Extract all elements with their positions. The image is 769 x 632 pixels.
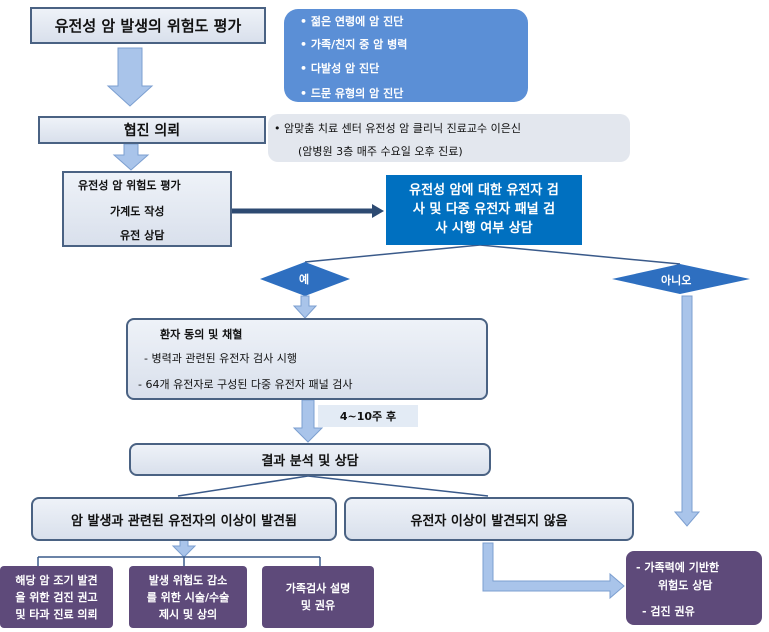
- no-diamond: [612, 264, 750, 294]
- genetic-test-consult-box: 유전성 암에 대한 유전자 검 사 및 다중 유전자 패널 검 사 시행 여부 …: [386, 175, 582, 245]
- consult-line1: 유전성 암에 대한 유전자 검: [409, 183, 559, 198]
- action-family-line1: 가족검사 설명: [285, 582, 351, 595]
- action-screening-box: 해당 암 조기 발견 을 위한 검진 권고 및 타과 진료 의뢰: [0, 566, 113, 628]
- action-screening-line3: 및 타과 진료 의뢰: [15, 607, 98, 621]
- referral-title: 협진 의뢰: [123, 123, 181, 139]
- risk-assessment-title: 유전성 암 발생의 위험도 평가: [54, 17, 242, 35]
- referral-info-line1: • 암맞춤 치료 센터 유전성 암 클리닉 진료교수 이은신: [274, 122, 521, 135]
- family-line2: 위험도 상담: [658, 579, 713, 592]
- result-box: 결과 분석 및 상담: [129, 443, 491, 476]
- referral-box: 협진 의뢰: [38, 116, 266, 144]
- no-down-arrow: [673, 295, 701, 527]
- result-title: 결과 분석 및 상담: [261, 454, 359, 469]
- split-line-left: [304, 244, 481, 263]
- no-abnormality-box: 유전자 이상이 발견되지 않음: [344, 497, 634, 541]
- no-abnormality-title: 유전자 이상이 발견되지 않음: [410, 513, 568, 529]
- wait-label-box: 4~10주 후: [318, 405, 418, 427]
- action-screening-line2: 을 위한 검진 권고: [15, 590, 98, 604]
- consult-line3: 사 시행 여부 상담: [435, 221, 533, 236]
- criteria-item-4: • 드문 유형의 암 진단: [300, 87, 404, 100]
- action-risk-line2: 를 위한 시술/수술: [146, 590, 230, 604]
- action-risk-line1: 발생 위험도 감소: [148, 573, 228, 587]
- result-split-right: [307, 475, 489, 497]
- family-line1: - 가족력에 기반한: [636, 561, 720, 574]
- criteria-item-3: • 다발성 암 진단: [300, 62, 380, 75]
- elbow-arrow: [482, 542, 625, 600]
- consult-line2: 사 및 다중 유전자 패널 검: [412, 202, 556, 217]
- consent-item2: - 64개 유전자로 구성된 다중 유전자 패널 검사: [138, 378, 353, 391]
- action-risk-line3: 제시 및 상의: [158, 607, 218, 621]
- yes-diamond: [260, 262, 350, 296]
- right-arrow-head: [372, 204, 384, 218]
- family-history-box: - 가족력에 기반한 위험도 상담 - 검진 권유: [626, 551, 762, 625]
- down-arrow-2: [112, 143, 150, 171]
- criteria-box: • 젊은 연령에 암 진단 • 가족/친지 중 암 병력 • 다발성 암 진단 …: [284, 9, 528, 102]
- abnormality-found-box: 암 발생과 관련된 유전자의 이상이 발견됨: [31, 497, 337, 541]
- referral-info-box: • 암맞춤 치료 센터 유전성 암 클리닉 진료교수 이은신 (암병원 3층 매…: [268, 114, 630, 162]
- wait-down-arrow: [292, 399, 324, 443]
- split-line-right: [479, 244, 681, 265]
- found-down-arrow: [171, 539, 197, 558]
- risk-assessment-box: 유전성 암 발생의 위험도 평가: [30, 7, 266, 44]
- consent-box: 환자 동의 및 채혈 - 병력과 관련된 유전자 검사 시행 - 64개 유전자…: [126, 318, 488, 400]
- assessment-box: 유전성 암 위험도 평가 가계도 작성 유전 상담: [62, 171, 232, 247]
- assessment-line2: 가계도 작성: [110, 205, 165, 218]
- action-risk-reduction-box: 발생 위험도 감소 를 위한 시술/수술 제시 및 상의: [129, 566, 247, 628]
- yes-label: 예: [299, 273, 310, 286]
- yes-down-arrow: [292, 295, 318, 319]
- criteria-item-2: • 가족/친지 중 암 병력: [300, 38, 408, 51]
- no-label: 아니오: [661, 274, 692, 287]
- wait-label: 4~10주 후: [339, 410, 397, 423]
- action-family-test-box: 가족검사 설명 및 권유: [262, 566, 374, 628]
- down-arrow-1: [106, 47, 154, 107]
- family-line3: - 검진 권유: [642, 605, 695, 618]
- abnormality-found-title: 암 발생과 관련된 유전자의 이상이 발견됨: [71, 513, 297, 529]
- criteria-item-1: • 젊은 연령에 암 진단: [300, 15, 404, 28]
- assessment-line1: 유전성 암 위험도 평가: [78, 179, 181, 192]
- assessment-line3: 유전 상담: [120, 229, 165, 242]
- action-screening-line1: 해당 암 조기 발견: [15, 573, 98, 587]
- consent-item1: - 병력과 관련된 유전자 검사 시행: [144, 352, 298, 365]
- consent-title: 환자 동의 및 채혈: [160, 328, 243, 341]
- action-family-line2: 및 권유: [300, 599, 336, 612]
- referral-info-line2: (암병원 3층 매주 수요일 오후 진료): [298, 145, 463, 158]
- result-split-left: [177, 475, 309, 497]
